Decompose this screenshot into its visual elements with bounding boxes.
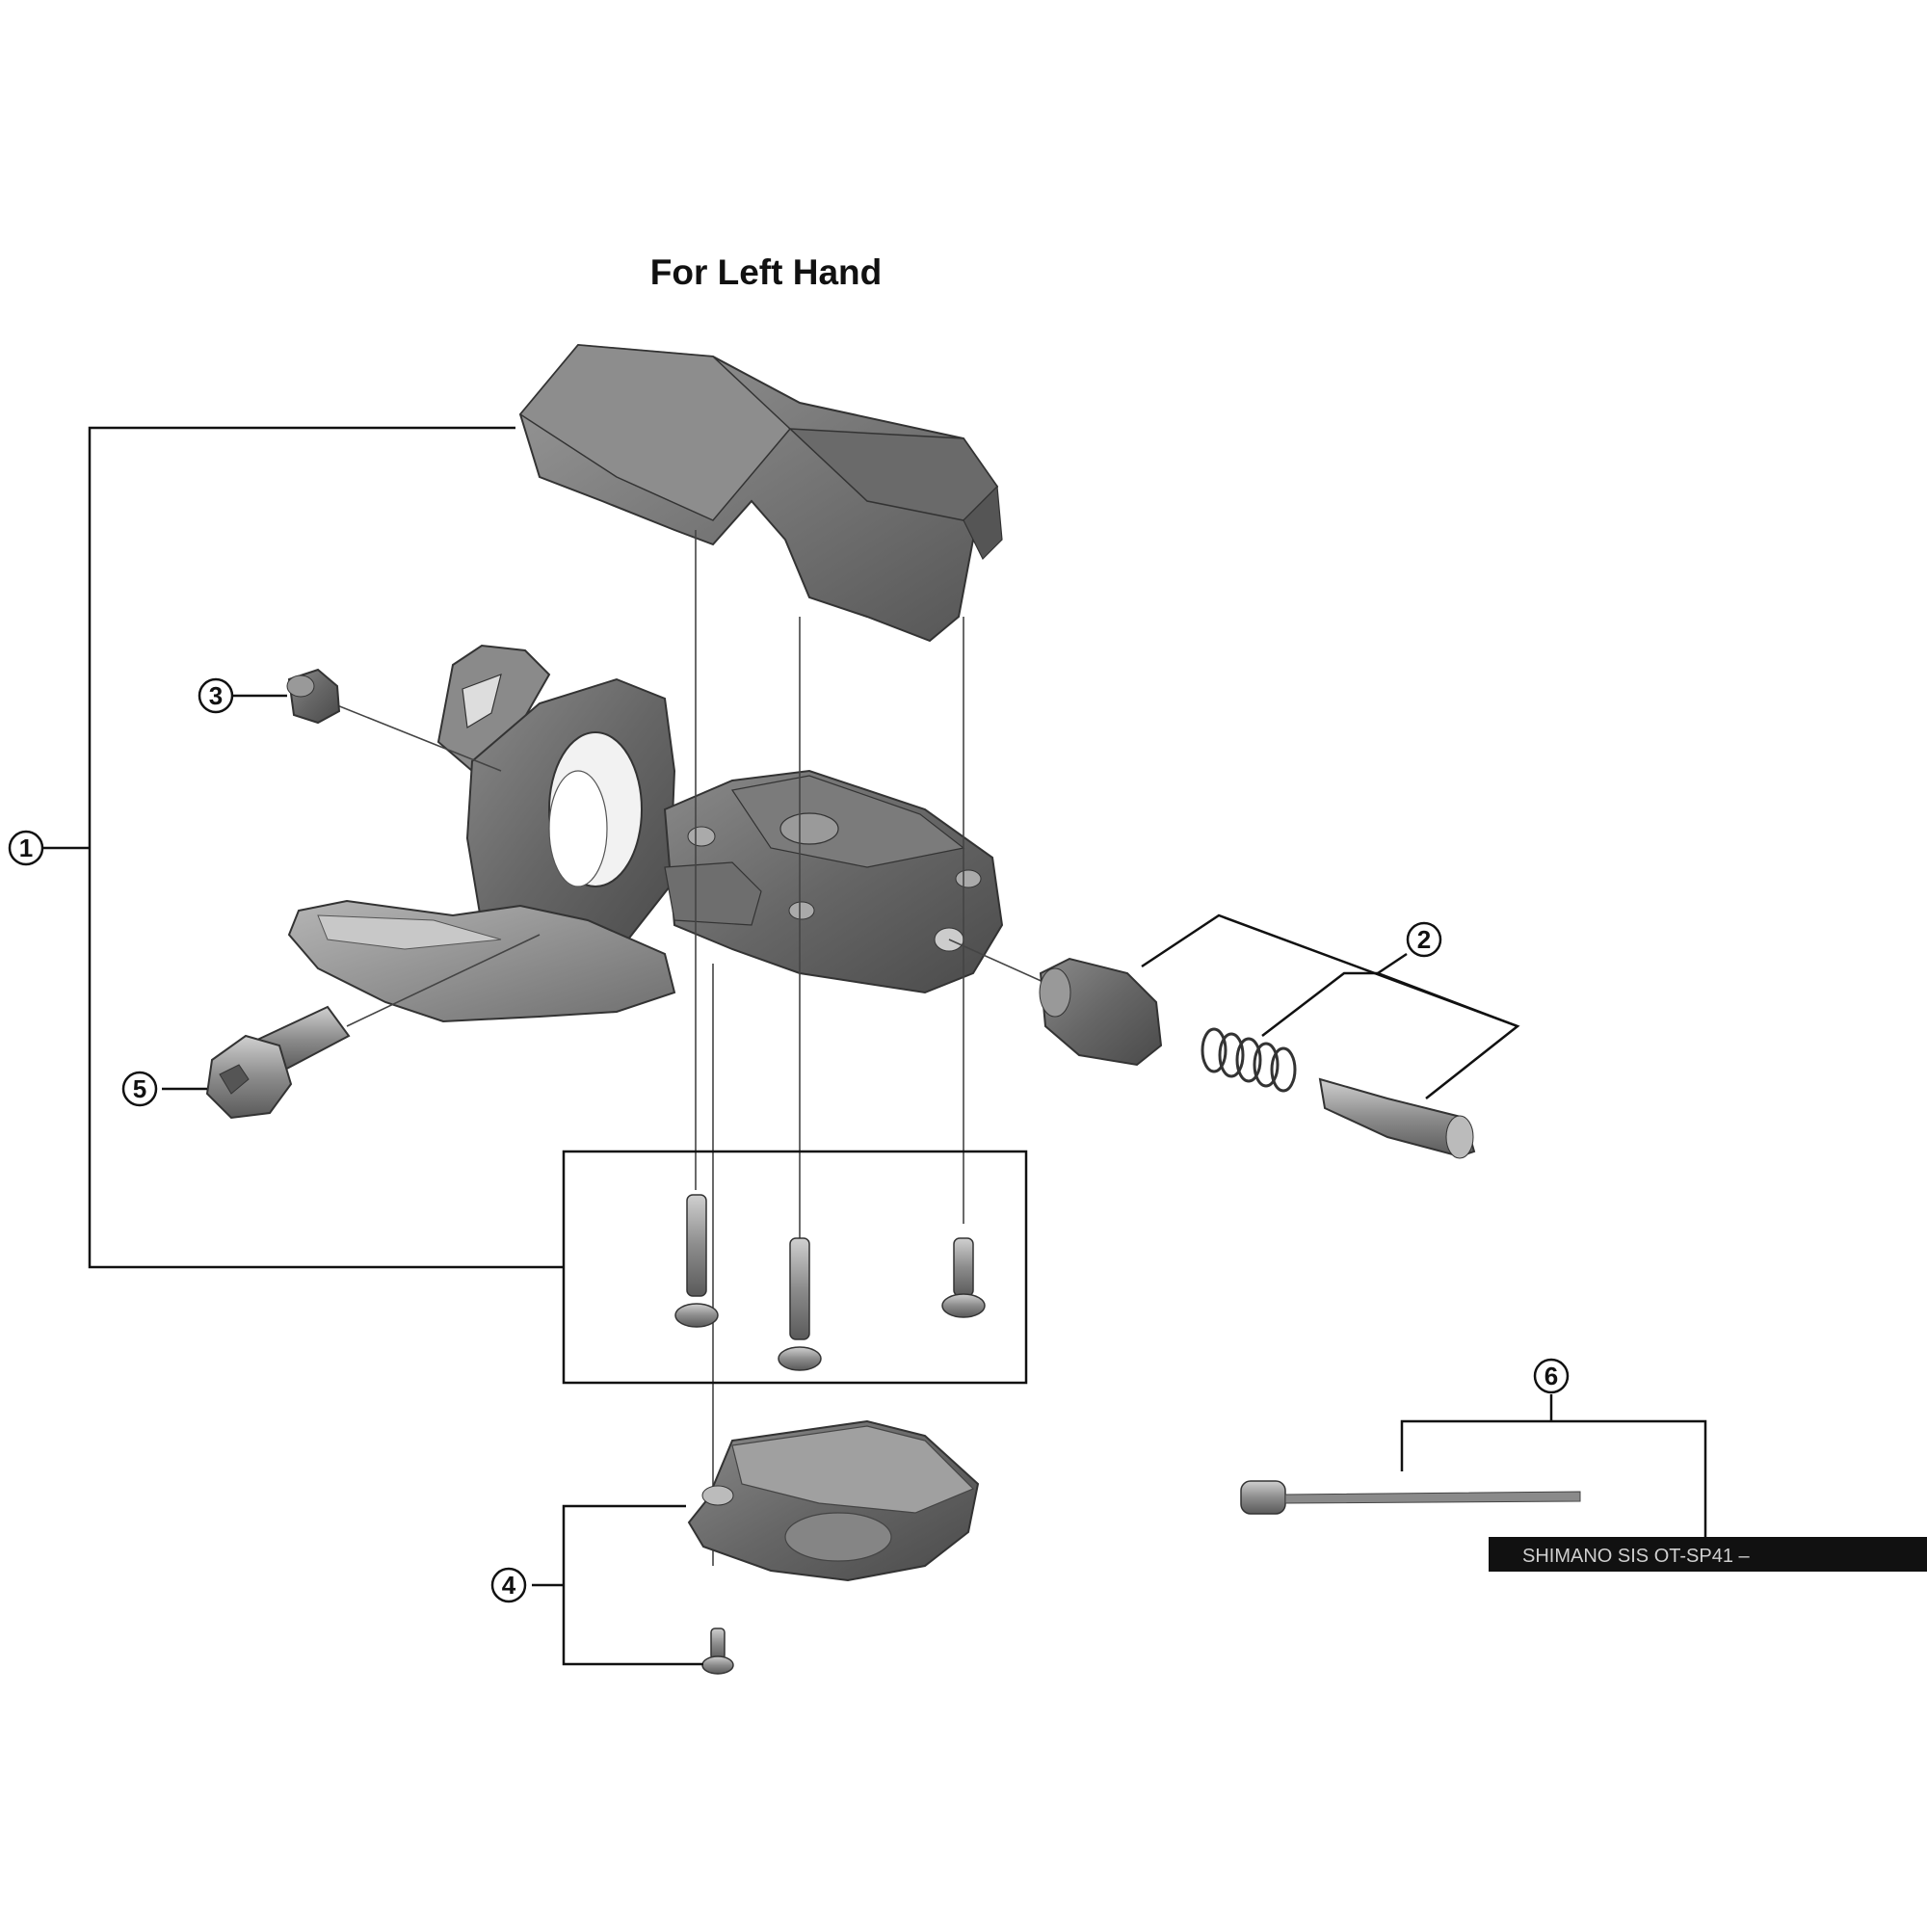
spring-icon	[1201, 1027, 1297, 1093]
svg-text:5: 5	[133, 1074, 146, 1103]
callout-4: 4	[490, 1567, 527, 1603]
callout-5: 5	[121, 1071, 158, 1107]
callout-2: 2	[1406, 921, 1442, 958]
svg-text:1: 1	[19, 834, 33, 862]
screw-tiny	[701, 1628, 734, 1675]
cable-housing: SHIMANO SIS OT-SP41 –	[1489, 1537, 1927, 1572]
part-6-cable-set: SHIMANO SIS OT-SP41 –	[1240, 1394, 1927, 1572]
screw-long-2	[778, 1237, 822, 1371]
cable-housing-print: SHIMANO SIS OT-SP41 –	[1522, 1546, 1751, 1567]
svg-text:4: 4	[502, 1571, 516, 1600]
part-2-adjuster-assembly	[1039, 913, 1520, 1159]
part-5-bolt	[162, 1005, 351, 1120]
shifter-body	[287, 644, 1004, 1023]
cable-end-icon	[1240, 1480, 1286, 1515]
svg-text:3: 3	[209, 681, 223, 710]
svg-text:6: 6	[1544, 1362, 1558, 1390]
part-3-cap	[233, 668, 341, 725]
diagram-title: For Left Hand	[649, 252, 883, 292]
screws-box	[562, 1150, 1028, 1385]
part-4-bottom-cover	[532, 1419, 980, 1675]
screw-long-1	[674, 1194, 719, 1328]
callout-3: 3	[198, 677, 234, 714]
svg-text:2: 2	[1417, 925, 1431, 954]
assembly-guide-lines	[331, 530, 1046, 1566]
screw-short	[941, 1237, 986, 1318]
callout-1: 1	[8, 830, 44, 866]
bracket-part-1	[43, 426, 564, 1269]
upper-cover	[518, 343, 1003, 643]
callout-6: 6	[1533, 1358, 1570, 1394]
